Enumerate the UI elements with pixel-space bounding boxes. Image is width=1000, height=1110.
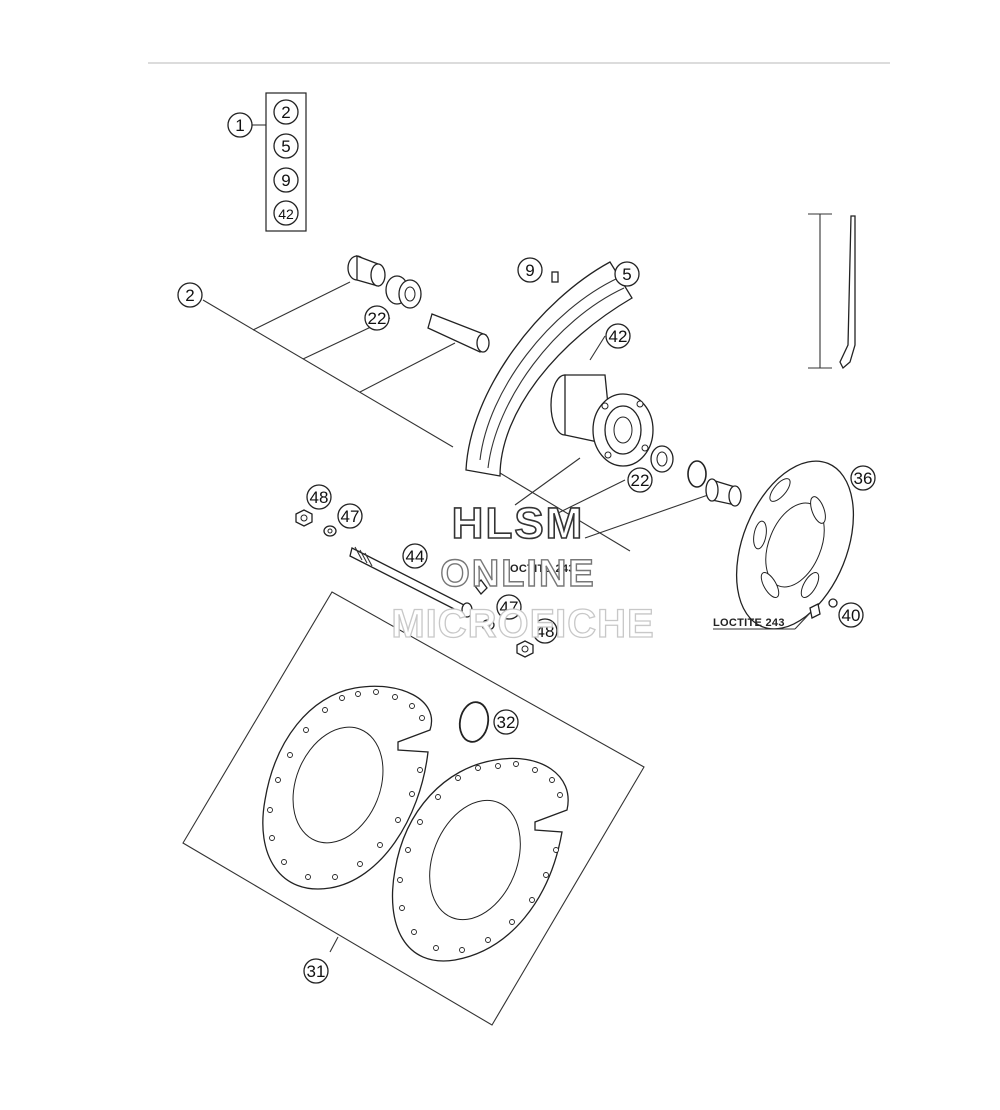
spoke-detail bbox=[808, 213, 856, 370]
callout-48-left-label: 48 bbox=[310, 488, 329, 507]
callout-47-right-label: 47 bbox=[500, 598, 519, 617]
callout-48-left[interactable]: 48 bbox=[306, 484, 332, 510]
spacer-right bbox=[705, 478, 742, 507]
callout-5-label: 5 bbox=[622, 265, 631, 284]
callout-48-right-label: 48 bbox=[536, 622, 555, 641]
callout-2-label: 2 bbox=[185, 286, 194, 305]
washer-47-left bbox=[323, 525, 337, 537]
hub-part bbox=[550, 374, 654, 467]
nut-48-right bbox=[516, 640, 534, 658]
bearing-22-left bbox=[385, 275, 422, 309]
watermark-line-3: MICROFICHE bbox=[391, 602, 654, 646]
kit-item-42[interactable]: 42 bbox=[273, 200, 299, 226]
callout-22-left[interactable]: 22 bbox=[364, 305, 390, 331]
callout-22-left-label: 22 bbox=[368, 309, 387, 328]
callout-48-right[interactable]: 48 bbox=[532, 618, 558, 644]
callout-1[interactable]: 1 bbox=[227, 112, 253, 138]
callout-44[interactable]: 44 bbox=[402, 543, 428, 569]
callout-22-right[interactable]: 22 bbox=[627, 467, 653, 493]
callout-47-right[interactable]: 47 bbox=[496, 594, 522, 620]
kit-item-5[interactable]: 5 bbox=[273, 133, 299, 159]
axle-part bbox=[349, 546, 473, 618]
leader-lines bbox=[202, 281, 709, 552]
kit-item-2-label: 2 bbox=[281, 103, 290, 122]
axle-sleeve bbox=[427, 313, 490, 353]
callout-1-label: 1 bbox=[235, 116, 244, 135]
disc-bolt bbox=[809, 598, 838, 619]
kit-item-9[interactable]: 9 bbox=[273, 167, 299, 193]
callout-31-label: 31 bbox=[307, 962, 326, 981]
callout-32[interactable]: 32 bbox=[493, 709, 519, 735]
callout-40[interactable]: 40 bbox=[838, 602, 864, 628]
loctite-note-disc: LOCTITE 243 bbox=[713, 617, 785, 629]
watermark: HLSM ONLINE MICROFICHE bbox=[391, 498, 655, 646]
circlip-right bbox=[687, 460, 707, 488]
callout-9-label: 9 bbox=[525, 261, 534, 280]
callout-42-label: 42 bbox=[609, 327, 628, 346]
disc-guard-panel bbox=[182, 591, 645, 1026]
kit-group: 1 2 5 9 42 bbox=[227, 92, 307, 232]
callout-36-label: 36 bbox=[854, 469, 873, 488]
rim-part bbox=[465, 261, 633, 477]
callout-2[interactable]: 2 bbox=[177, 282, 203, 308]
brake-disc bbox=[735, 460, 855, 630]
callout-31[interactable]: 31 bbox=[303, 958, 329, 984]
kit-item-9-label: 9 bbox=[281, 171, 290, 190]
callout-5[interactable]: 5 bbox=[614, 261, 640, 287]
axle-clamp bbox=[474, 579, 488, 595]
callout-44-label: 44 bbox=[406, 547, 425, 566]
callout-22-right-label: 22 bbox=[631, 471, 650, 490]
watermark-line-2: ONLINE bbox=[440, 553, 596, 595]
callout-40-label: 40 bbox=[842, 606, 861, 625]
callout-36[interactable]: 36 bbox=[850, 465, 876, 491]
loctite-note-axle: LOCTITE 243 bbox=[503, 563, 575, 575]
washer-47-right bbox=[481, 619, 495, 631]
callout-47-left-label: 47 bbox=[341, 507, 360, 526]
callout-42[interactable]: 42 bbox=[605, 323, 631, 349]
nut-48-left bbox=[295, 509, 313, 527]
watermark-line-1: HLSM bbox=[452, 499, 585, 548]
kit-item-5-label: 5 bbox=[281, 137, 290, 156]
kit-item-2[interactable]: 2 bbox=[273, 99, 299, 125]
spoke-nipple bbox=[551, 271, 559, 283]
bearing-22-right bbox=[650, 445, 674, 473]
spacer-part bbox=[347, 255, 386, 287]
callout-9[interactable]: 9 bbox=[517, 257, 543, 283]
callout-32-label: 32 bbox=[497, 713, 516, 732]
callout-47-left[interactable]: 47 bbox=[337, 503, 363, 529]
kit-item-42-label: 42 bbox=[278, 206, 294, 222]
